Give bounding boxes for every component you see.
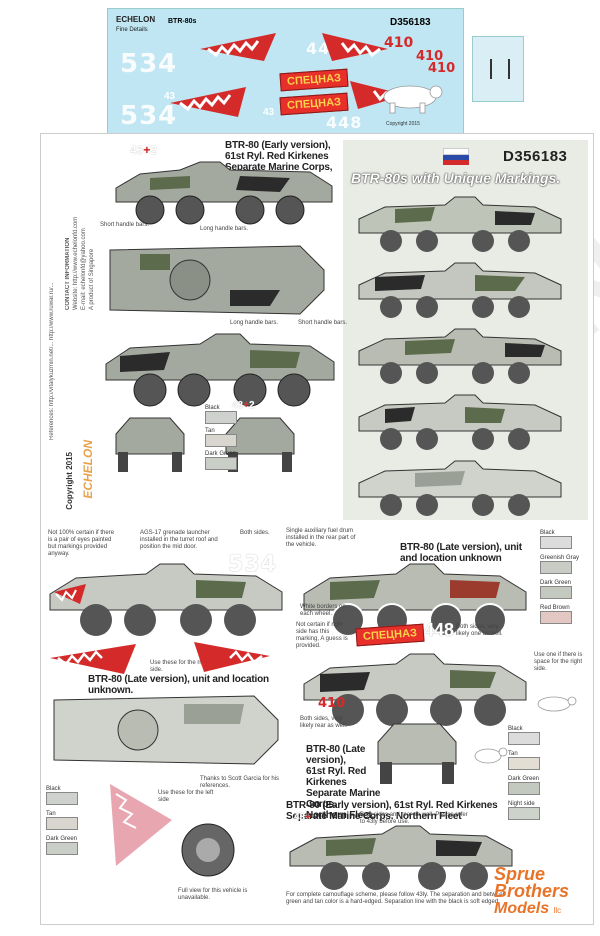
note-both-sides-rear: Both sides, very likely rear as well. [300, 716, 348, 729]
vehicle-late-front-b [377, 723, 457, 784]
featured-vehicle-4 [358, 394, 562, 450]
swatch-night-side: Night side [508, 801, 540, 820]
decal-43-b: 43 [263, 107, 275, 118]
decal-sheet: ECHELON Fine Details BTR-80s D356183 534… [107, 8, 464, 134]
decal-410-a: 410 [384, 35, 414, 51]
decal-43-plus-a: 43+2 [130, 143, 158, 157]
vehicle-late-wheel [181, 823, 235, 877]
decal-534-a: 534 [120, 49, 178, 79]
note-full-view: Full view for this vehicle is unavailabl… [178, 888, 248, 901]
featured-vehicle-5 [358, 460, 562, 516]
shark-mouth-graphic-c [322, 33, 388, 61]
sheet-copyright: Copyright 2015 [386, 121, 420, 127]
swatch-group-late-61st: Black Tan Dark Green Night side [508, 726, 540, 820]
small-decal-sheet [472, 36, 524, 102]
label-short-handle-b: Short handle bars. [298, 320, 348, 326]
vehicle-early-side-2 [105, 333, 335, 407]
note-ags17: AGS-17 grenade launcher installed in the… [140, 530, 218, 550]
label-short-handle-a: Short handle bars. [100, 222, 150, 228]
vehicle-late-top [53, 695, 279, 765]
swatch-black: Black [205, 405, 237, 424]
swatch-red-brown: Red Brown [540, 605, 579, 624]
decal-43-plus-b: 43+2 [232, 400, 255, 411]
decal-410-b: 410 [416, 49, 444, 64]
section-late-title: BTR-80 (Late version), unit and location… [88, 674, 269, 696]
note-bottom-both: Both sides and rear as well. Please refe… [360, 812, 468, 825]
shark-fin-graphic [110, 784, 172, 866]
note-not-certain-eyes: Not 100% certain if there is a pair of e… [48, 530, 115, 557]
section-late-right-title: BTR-80 (Late version), unit and location… [400, 542, 522, 564]
swatch-greenish-gray: Greenish Gray [540, 555, 579, 574]
decal-410-c: 410 [428, 61, 456, 76]
section-bottom-title: BTR-80 (Early version), 61st Ryl. Red Ki… [286, 800, 498, 822]
small-decal-marks [490, 59, 510, 79]
section-late-61st-title: BTR-80 (Late version), 61st Ryl. Red Kir… [306, 744, 381, 821]
featured-vehicle-2 [358, 262, 562, 318]
swatch-group-early: Black Tan Dark Green [205, 405, 237, 470]
vehicle-early-top [109, 245, 325, 315]
flag-icon [443, 148, 469, 165]
decal-410-d: 410 [318, 696, 346, 711]
shark-mouth-graphic-b [170, 87, 246, 117]
featured-vehicle-1 [358, 196, 562, 252]
label-long-handle-a: Long handle bars. [200, 226, 249, 232]
note-white-borders: White borders on each wheel. [300, 604, 346, 617]
swatch-tan-d: Tan [508, 751, 540, 770]
sheet-code: D356183 [390, 17, 431, 28]
featured-vehicles [355, 195, 565, 519]
note-both-sides-a: Both sides. [240, 530, 270, 536]
swatch-group-late: Black Tan Dark Green [46, 786, 78, 855]
polar-bear-icon [383, 85, 443, 114]
swatch-dark-green-b: Dark Green [46, 836, 78, 855]
swatch-black-c: Black [540, 530, 579, 549]
polar-bear-icon-c [474, 747, 508, 764]
featured-vehicle-3 [358, 328, 562, 384]
shark-mouth-graphic-a [200, 33, 276, 61]
sheet-brand: ECHELON Fine Details [116, 15, 156, 33]
swatch-tan-b: Tan [46, 811, 78, 830]
note-use-one-right: Use one if there is space for the right … [534, 652, 583, 672]
shark-mouth-graphic-right [194, 642, 270, 672]
decal-448-b: 448 [326, 113, 363, 132]
vehicle-late-shark [49, 563, 283, 636]
references-text: References: http://vitalykuzmin.net/... … [49, 282, 55, 440]
note-thanks: Thanks to Scott Garcia for his reference… [200, 776, 280, 789]
swatch-dark-green: Dark Green [205, 451, 237, 470]
swatch-group-right: Black Greenish Gray Dark Green Red Brown [540, 530, 579, 624]
vehicle-early-side [115, 161, 333, 225]
echelon-copyright: Copyright 2015 [65, 452, 74, 510]
page-code: D356183 [503, 148, 568, 165]
spetsnaz-banner-b: СПЕЦНАЗ [279, 92, 349, 116]
decal-43-plus-c: 43+ [294, 812, 311, 823]
swatch-dark-green-d: Dark Green [508, 776, 540, 795]
note-both-sides-right: Both sides, very likely one as well. [456, 624, 503, 637]
vehicle-early-front [115, 417, 185, 472]
note-single-aux: Single auxiliary fuel drum installed in … [286, 528, 356, 548]
note-bottom-scheme: For complete camouflage scheme, please f… [286, 892, 506, 905]
shark-mouth-graphic-left [50, 644, 136, 674]
sprue-brothers-logo: Sprue Brothers Models llc [494, 864, 570, 917]
note-use-left: Use these for the left side [158, 790, 214, 803]
note-not-certain-right: Not certain if right side has this marki… [296, 622, 348, 649]
vehicle-late-410 [303, 653, 527, 726]
decal-534-b: 534 [120, 101, 178, 131]
decal-43-a: 43 [164, 91, 176, 102]
swatch-black-b: Black [46, 786, 78, 805]
note-use-right: Use these for the right side. [150, 660, 210, 673]
decal-534-c: 534 [228, 552, 277, 577]
page-title: BTR-80s with Unique Markings. [351, 170, 561, 186]
label-long-handle-b: Long handle bars. [230, 320, 279, 326]
spetsnaz-banner-a: СПЕЦНАЗ [279, 68, 349, 92]
swatch-tan: Tan [205, 428, 237, 447]
swatch-black-d: Black [508, 726, 540, 745]
vehicle-bottom-early [289, 825, 513, 890]
echelon-logo: ECHELON [81, 440, 95, 499]
swatch-dark-green-c: Dark Green [540, 580, 579, 599]
contact-block: CONTACT INFORMATION Website: http://www.… [65, 216, 95, 310]
decal-448-c: 448 [424, 620, 455, 640]
sheet-title: BTR-80s [168, 18, 197, 25]
polar-bear-icon-b [537, 696, 577, 712]
